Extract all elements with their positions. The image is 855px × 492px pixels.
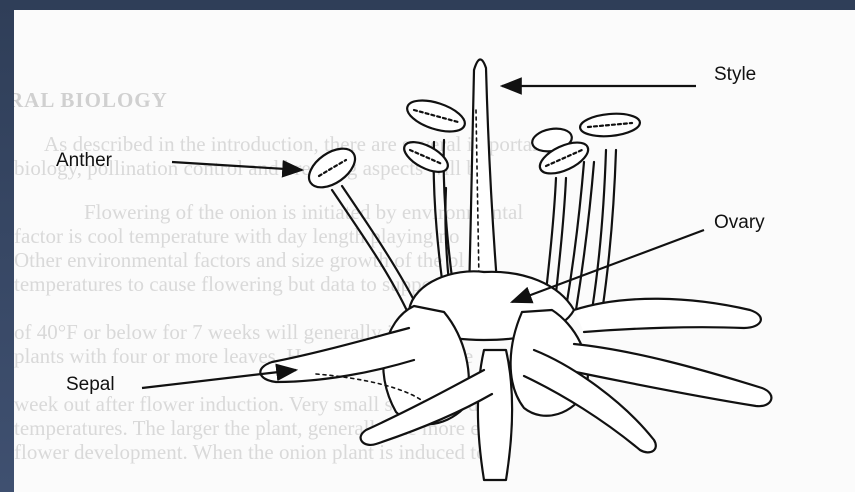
ovary-label: Ovary (714, 212, 765, 234)
anther-arrow (172, 162, 302, 170)
filament (332, 186, 419, 315)
sepal-right (574, 299, 761, 332)
filament (566, 162, 594, 310)
filament (592, 150, 616, 312)
anther (579, 111, 641, 138)
anther-label: Anther (56, 150, 112, 172)
ovary-arrow (512, 230, 704, 302)
sepal-label: Sepal (66, 374, 115, 396)
anther (302, 141, 362, 195)
style (469, 59, 498, 296)
anther (403, 94, 468, 137)
style-label: Style (714, 64, 756, 86)
slide-canvas: RAL BIOLOGY As described in the introduc… (14, 10, 855, 492)
